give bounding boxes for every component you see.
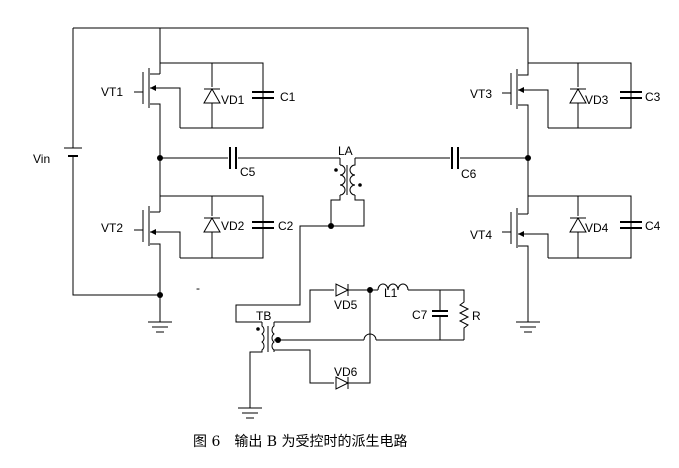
vt4-label: VT4 bbox=[470, 228, 492, 242]
switch-vt4-module: VT4 VD4 C4 bbox=[470, 158, 661, 322]
vt3-label: VT3 bbox=[470, 87, 492, 101]
transformer-tb: TB bbox=[249, 309, 281, 408]
c6-label: C6 bbox=[461, 167, 477, 181]
c7-label: C7 bbox=[412, 308, 428, 322]
c3-label: C3 bbox=[645, 90, 661, 104]
vd3-label: VD3 bbox=[585, 93, 609, 107]
capacitor-c7: C7 bbox=[412, 290, 448, 340]
resistor-r: R bbox=[458, 300, 481, 340]
minus-label: - bbox=[196, 281, 200, 295]
inductor-l1: L1 bbox=[370, 283, 465, 300]
dc-source-vin: Vin bbox=[33, 27, 529, 296]
l1-label: L1 bbox=[384, 286, 398, 300]
tb-label: TB bbox=[256, 309, 271, 323]
rectifier-wiring bbox=[274, 289, 464, 384]
c5-label: C5 bbox=[240, 165, 256, 179]
ground-right bbox=[516, 321, 540, 333]
diode-vd5: VD5 bbox=[334, 283, 373, 312]
transformer-la: LA bbox=[328, 144, 365, 229]
midpoint-bus: C5 C6 bbox=[157, 147, 531, 181]
ground-left: - bbox=[148, 281, 200, 333]
vd2-label: VD2 bbox=[221, 219, 245, 233]
vt2-label: VT2 bbox=[101, 221, 123, 235]
vd5-label: VD5 bbox=[334, 298, 358, 312]
c4-label: C4 bbox=[645, 219, 661, 233]
vt1-label: VT1 bbox=[101, 85, 123, 99]
c1-label: C1 bbox=[280, 90, 296, 104]
diode-vd6: VD6 bbox=[334, 290, 371, 390]
vd1-label: VD1 bbox=[221, 93, 245, 107]
ground-tb bbox=[238, 407, 262, 419]
vin-label: Vin bbox=[33, 152, 50, 166]
switch-vt3-module: VT3 VD3 C3 bbox=[470, 52, 661, 158]
la-label: LA bbox=[338, 144, 353, 158]
c2-label: C2 bbox=[278, 219, 294, 233]
figure-caption: 图 6 输出 B 为受控时的派生电路 bbox=[193, 434, 408, 450]
switch-vt2-module: VT2 VD2 C2 bbox=[101, 158, 294, 295]
r-label: R bbox=[472, 309, 481, 323]
vd6-label: VD6 bbox=[334, 365, 358, 379]
switch-vt1-module: VT1 VD1 C1 bbox=[101, 28, 296, 158]
drive-wire bbox=[235, 225, 331, 323]
vd4-label: VD4 bbox=[585, 221, 609, 235]
